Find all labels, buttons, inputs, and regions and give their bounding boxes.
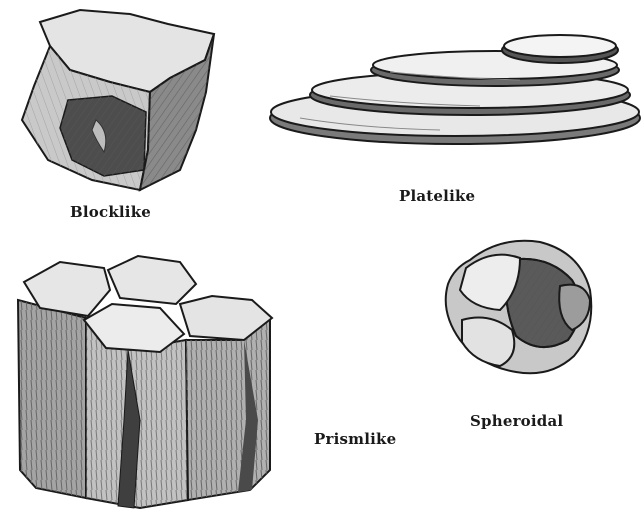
spheroid-light-lobe-bottom [462, 318, 514, 366]
prismlike-columns-illustration [18, 256, 272, 508]
label-spheroidal: Spheroidal [470, 412, 563, 430]
label-blocklike: Blocklike [70, 203, 151, 221]
blocklike-block-illustration [22, 10, 214, 190]
platelike-plates-illustration [270, 35, 640, 144]
prism-top-back-right [108, 256, 196, 304]
spheroidal-aggregate-illustration [446, 241, 592, 373]
label-prismlike: Prismlike [314, 430, 396, 448]
label-platelike: Platelike [399, 187, 475, 205]
